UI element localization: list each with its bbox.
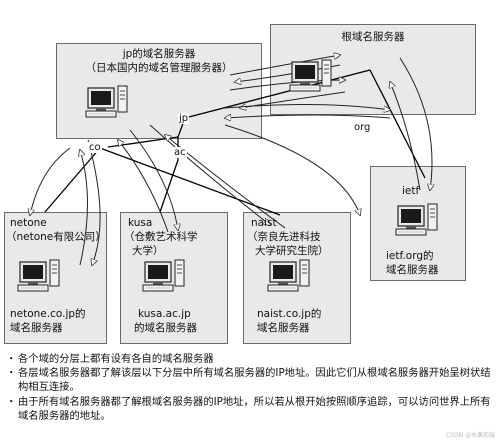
ietf-server-computer-icon [395, 203, 438, 236]
label-org: org [353, 122, 372, 133]
label-ac: ac [173, 147, 187, 158]
note-text: 由于所有域名服务器都了解根域名服务器的IP地址，所以若从根开始按照顺序追踪，可以… [18, 395, 491, 422]
kusa-server-box [120, 212, 228, 344]
label-co: co [88, 142, 102, 153]
kusa-org-line1: （仓敷艺术科学 [124, 231, 198, 243]
naist-org-line1: （奈良先进科技 [247, 231, 321, 243]
naist-caption-line1: naist.co.jp的 [257, 308, 322, 320]
note-text: 各层域名服务器都了解该层以下分层中所有域名服务器的IP地址。因此它们从根域名服务… [18, 367, 491, 394]
note-item: ・ 各个域的分层上都有设有各自的域名服务器 [6, 352, 496, 366]
root-server-computer-icon [289, 59, 332, 92]
netone-org: （netone有限公司） [6, 231, 106, 243]
naist-name: naist [251, 217, 277, 229]
kusa-caption-line2: 的域名服务器 [134, 322, 197, 334]
ac-to-kusa-link [159, 159, 179, 213]
netone-caption-line1: netone.co.jp的 [10, 308, 86, 320]
ietf-name: ietf [402, 185, 420, 197]
root-server-title: 根域名服务器 [341, 31, 405, 43]
note-text: 各个域的分层上都有设有各自的域名服务器 [18, 353, 214, 365]
naist-server-box [243, 212, 351, 344]
ietf-caption-line1: ietf.org的 [386, 250, 434, 262]
note-item: ・ 由于所有域名服务器都了解根域名服务器的IP地址，所以若从根开始按照顺序追踪，… [6, 395, 496, 423]
kusa-server-computer-icon [142, 259, 185, 292]
ietf-caption-line2: 域名服务器 [386, 264, 439, 276]
naist-org-line2: 大学研究生院） [255, 245, 329, 257]
jp-server-title: jp的域名服务器 [122, 48, 196, 60]
jp-server-computer-icon [85, 85, 128, 118]
netone-caption-line2: 域名服务器 [10, 322, 63, 334]
label-jp: jp [178, 113, 190, 124]
root-to-jp-link [184, 69, 371, 119]
kusa-org-line2: 大学） [132, 245, 164, 257]
watermark: CSDN @水果前端 [445, 432, 495, 439]
root-to-ietf-link [369, 69, 426, 179]
kusa-caption-line1: kusa.ac.jp [138, 308, 191, 320]
jp-to-co-link [107, 136, 179, 148]
jp-server-subtitle: （日本国内的域名管理服务器） [85, 62, 233, 74]
kusa-name: kusa [128, 217, 153, 229]
note-bullet: ・ [6, 353, 17, 365]
co-to-naist-link [99, 147, 281, 216]
note-bullet: ・ [6, 367, 17, 380]
note-item: ・ 各层域名服务器都了解该层以下分层中所有域名服务器的IP地址。因此它们从根域名… [6, 366, 496, 394]
note-bullet: ・ [6, 395, 17, 408]
co-to-netone-link [44, 147, 101, 213]
netone-name: netone [10, 217, 47, 229]
naist-server-computer-icon [267, 259, 310, 292]
naist-caption-line2: 域名服务器 [257, 322, 310, 334]
netone-server-computer-icon [17, 259, 60, 292]
notes-list: ・ 各个域的分层上都有设有各自的域名服务器 ・ 各层域名服务器都了解该层以下分层… [6, 352, 496, 423]
